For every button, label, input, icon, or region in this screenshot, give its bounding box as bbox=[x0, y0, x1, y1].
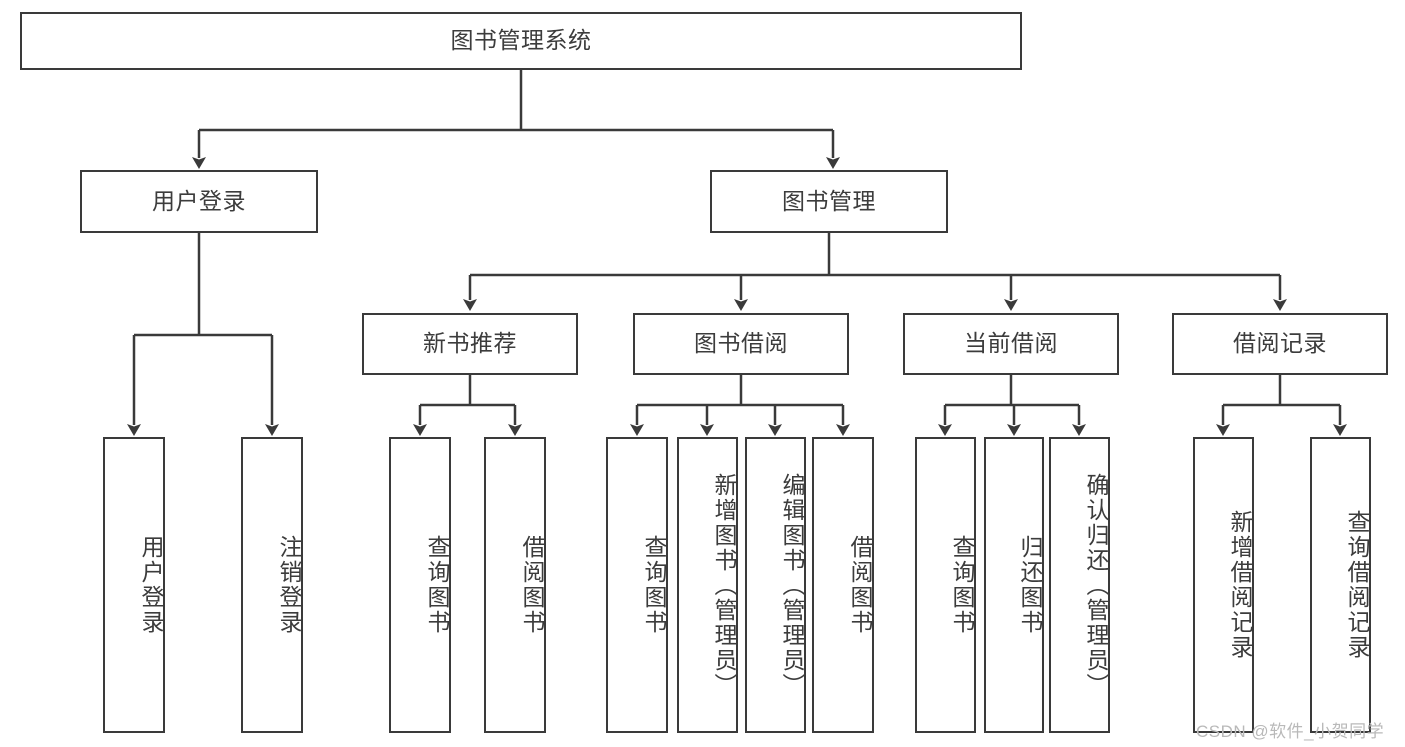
node-book-borrow[interactable]: 图书借阅 bbox=[633, 313, 849, 375]
node-label: 当前借阅 bbox=[964, 330, 1058, 357]
node-label: 借阅图书 bbox=[847, 535, 873, 635]
node-label: 新书推荐 bbox=[423, 330, 517, 357]
node-user-login[interactable]: 用户登录 bbox=[80, 170, 318, 233]
watermark-text: CSDN @软件_小贺同学 bbox=[1196, 722, 1385, 741]
node-label: 图书借阅 bbox=[694, 330, 788, 357]
node-label: 用户登录 bbox=[138, 535, 164, 635]
node-root[interactable]: 图书管理系统 bbox=[20, 12, 1022, 70]
node-label: 查询图书 bbox=[949, 535, 975, 635]
leaf-user-logout[interactable]: 注销登录 bbox=[241, 437, 303, 733]
node-borrow-record[interactable]: 借阅记录 bbox=[1172, 313, 1388, 375]
node-label: 归还图书 bbox=[1017, 535, 1043, 635]
leaf-user-login[interactable]: 用户登录 bbox=[103, 437, 165, 733]
node-label: 图书管理系统 bbox=[450, 27, 592, 54]
node-label: 确认归还（管理员） bbox=[1083, 472, 1109, 698]
leaf-edit-book-admin[interactable]: 编辑图书（管理员） bbox=[745, 437, 806, 733]
leaf-borrow-book[interactable]: 借阅图书 bbox=[812, 437, 874, 733]
node-label: 图书管理 bbox=[782, 187, 876, 214]
node-label: 编辑图书（管理员） bbox=[779, 472, 805, 698]
leaf-add-book-admin[interactable]: 新增图书（管理员） bbox=[677, 437, 738, 733]
node-label: 查询图书 bbox=[641, 535, 667, 635]
leaf-borrow-book-recommend[interactable]: 借阅图书 bbox=[484, 437, 546, 733]
node-label: 借阅记录 bbox=[1233, 330, 1327, 357]
node-label: 注销登录 bbox=[276, 535, 302, 635]
node-label: 查询借阅记录 bbox=[1344, 510, 1370, 660]
leaf-query-book-current[interactable]: 查询图书 bbox=[915, 437, 976, 733]
node-new-book-recommend[interactable]: 新书推荐 bbox=[362, 313, 578, 375]
leaf-return-book[interactable]: 归还图书 bbox=[984, 437, 1044, 733]
node-label: 查询图书 bbox=[424, 535, 450, 635]
node-book-management[interactable]: 图书管理 bbox=[710, 170, 948, 233]
leaf-query-book-recommend[interactable]: 查询图书 bbox=[389, 437, 451, 733]
node-label: 新增图书（管理员） bbox=[711, 472, 737, 698]
leaf-query-borrow-record[interactable]: 查询借阅记录 bbox=[1310, 437, 1371, 733]
leaf-confirm-return-admin[interactable]: 确认归还（管理员） bbox=[1049, 437, 1110, 733]
node-current-borrow[interactable]: 当前借阅 bbox=[903, 313, 1119, 375]
node-label: 用户登录 bbox=[152, 187, 246, 214]
leaf-add-borrow-record[interactable]: 新增借阅记录 bbox=[1193, 437, 1254, 733]
node-label: 借阅图书 bbox=[519, 535, 545, 635]
node-label: 新增借阅记录 bbox=[1227, 510, 1253, 660]
leaf-query-book[interactable]: 查询图书 bbox=[606, 437, 668, 733]
